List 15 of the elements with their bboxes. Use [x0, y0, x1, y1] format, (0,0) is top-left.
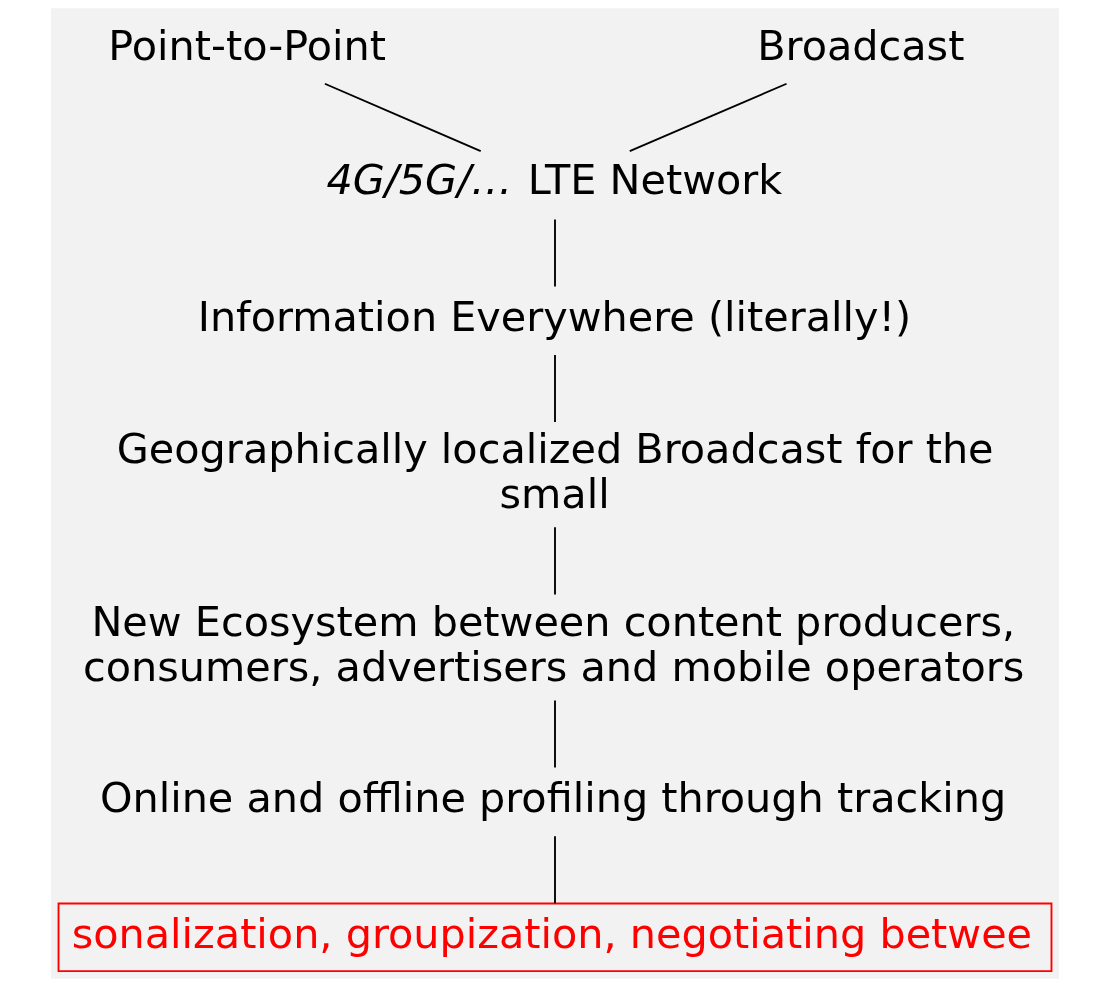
- connector: [553, 354, 556, 423]
- connector: [628, 82, 787, 153]
- node-text: New Ecosystem between content producers, consumers, advertisers and mobile operators: [82, 597, 1024, 691]
- node-text: Point-to-Point: [107, 22, 386, 71]
- connector: [553, 835, 556, 905]
- node-text: 4G/5G/… LTE Network: [326, 155, 782, 204]
- node-text: Geographically localized Broadcast for the small: [116, 424, 994, 518]
- connector: [553, 526, 556, 596]
- node-text: Broadcast: [756, 22, 964, 71]
- node-box: sonalization, groupization, negotiating betwee: [57, 902, 1052, 973]
- connector: [553, 218, 556, 288]
- node-text: Online and offline profiling through tracking: [99, 774, 1006, 823]
- node-text: Information Everywhere (literally!): [197, 293, 911, 342]
- connector: [553, 699, 556, 769]
- connector: [323, 82, 482, 153]
